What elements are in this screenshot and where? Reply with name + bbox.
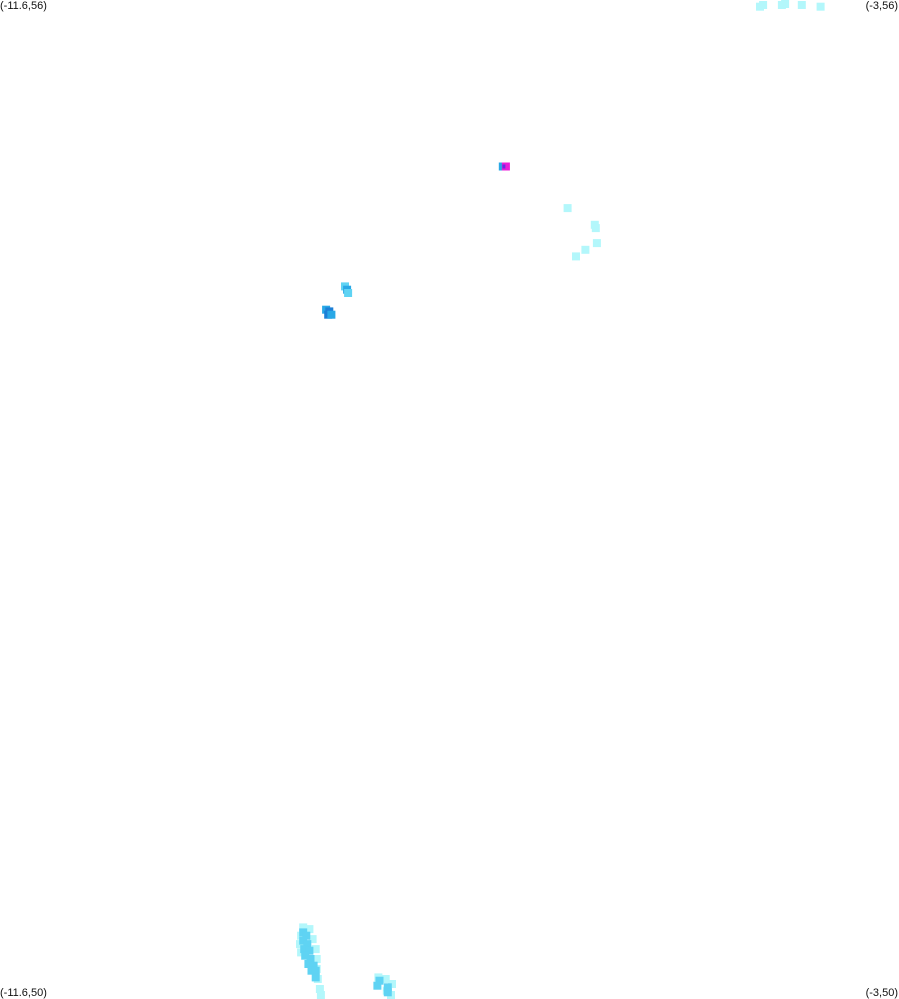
density-cell-light — [303, 940, 312, 949]
density-cell-light — [301, 951, 310, 960]
density-cells — [296, 0, 825, 999]
density-cell-lightest — [308, 935, 317, 944]
density-cell-lightest — [305, 925, 314, 934]
density-cell-hot-core — [502, 164, 506, 169]
corner-label-bottom-right: (-3,50) — [865, 987, 898, 999]
density-cell-lightest — [299, 923, 308, 932]
density-cell-light — [300, 945, 309, 954]
density-cell-lightest — [797, 1, 806, 9]
density-cell-light — [383, 983, 392, 992]
density-cell-medium — [327, 310, 336, 319]
density-cell-light — [299, 936, 308, 945]
corner-label-top-right: (-3,56) — [865, 0, 898, 12]
density-cell-lightest — [381, 975, 390, 983]
density-cell-light — [344, 289, 353, 297]
density-cell-lightest — [315, 985, 324, 993]
density-cell-light — [307, 966, 316, 975]
density-cell-light — [309, 961, 318, 970]
corner-label-bottom-left: (-11.6,50) — [0, 987, 47, 999]
density-cell-light — [302, 931, 311, 940]
density-cell-lightest — [563, 204, 572, 213]
density-cell-hot — [501, 162, 510, 171]
density-cell-light — [373, 981, 382, 990]
corner-label-top-left: (-11.6,56) — [0, 0, 47, 12]
density-cell-lightest — [311, 945, 320, 954]
density-cell-light — [304, 960, 313, 968]
density-cell-lightest — [312, 955, 321, 963]
density-cell-lightest — [316, 991, 325, 999]
density-cell-light — [306, 955, 315, 963]
density-cell-light — [311, 966, 320, 975]
density-cell-light — [311, 973, 320, 982]
density-cell-lightest — [388, 980, 396, 988]
density-cell-lightest — [591, 224, 600, 233]
density-cell-lightest — [759, 1, 768, 9]
density-cell-light — [383, 988, 392, 997]
density-cell-lightest — [781, 0, 790, 8]
density-cell-lightest — [581, 245, 590, 254]
density-cell-lightest — [572, 252, 580, 261]
density-cell-light — [375, 976, 384, 985]
density-cell-lightest — [592, 239, 601, 248]
density-cell-light — [305, 946, 314, 955]
density-cell-lightest — [816, 2, 825, 11]
